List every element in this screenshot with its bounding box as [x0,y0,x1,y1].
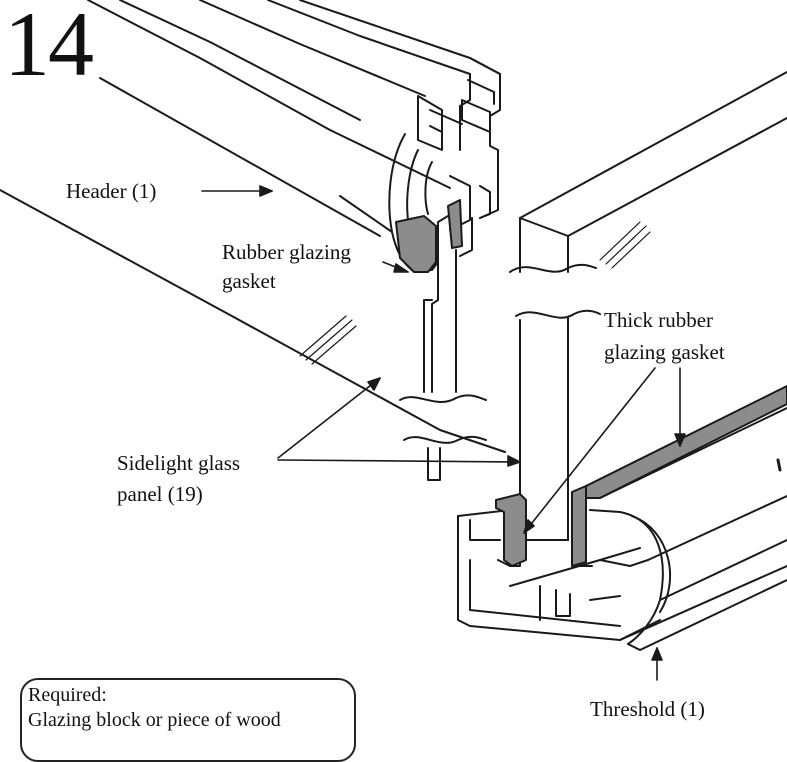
step-number: 14 [4,0,94,95]
sidelight-glass-left-edge [399,249,487,481]
header-callout: Header (1) [66,179,157,203]
rubber-gasket-callout-line1: Rubber glazing [222,240,351,264]
header-upper-edge [99,77,381,237]
callout-leaders [201,185,686,681]
note-text: Glazing block or piece of wood [28,709,281,731]
note-title: Required: [28,684,107,706]
assembly-diagram [0,0,787,681]
rubber-gasket-top [395,199,463,273]
glass-reflection-marks [299,221,651,365]
threshold-gaskets [495,485,587,567]
header-extrusion [87,0,501,271]
thick-gasket-callout-line1: Thick rubber [604,308,714,332]
threshold-callout: Threshold (1) [590,697,705,721]
rubber-gasket-callout-line2: gasket [222,269,276,293]
thick-rubber-gasket [585,385,787,499]
header-lower-edge [0,189,506,453]
required-note: Required: Glazing block or piece of wood [20,678,356,762]
sidelight-callout-line1: Sidelight glass [117,451,241,475]
thick-gasket-callout-line2: glazing gasket [604,340,725,364]
sidelight-callout-line2: panel (19) [117,482,203,506]
